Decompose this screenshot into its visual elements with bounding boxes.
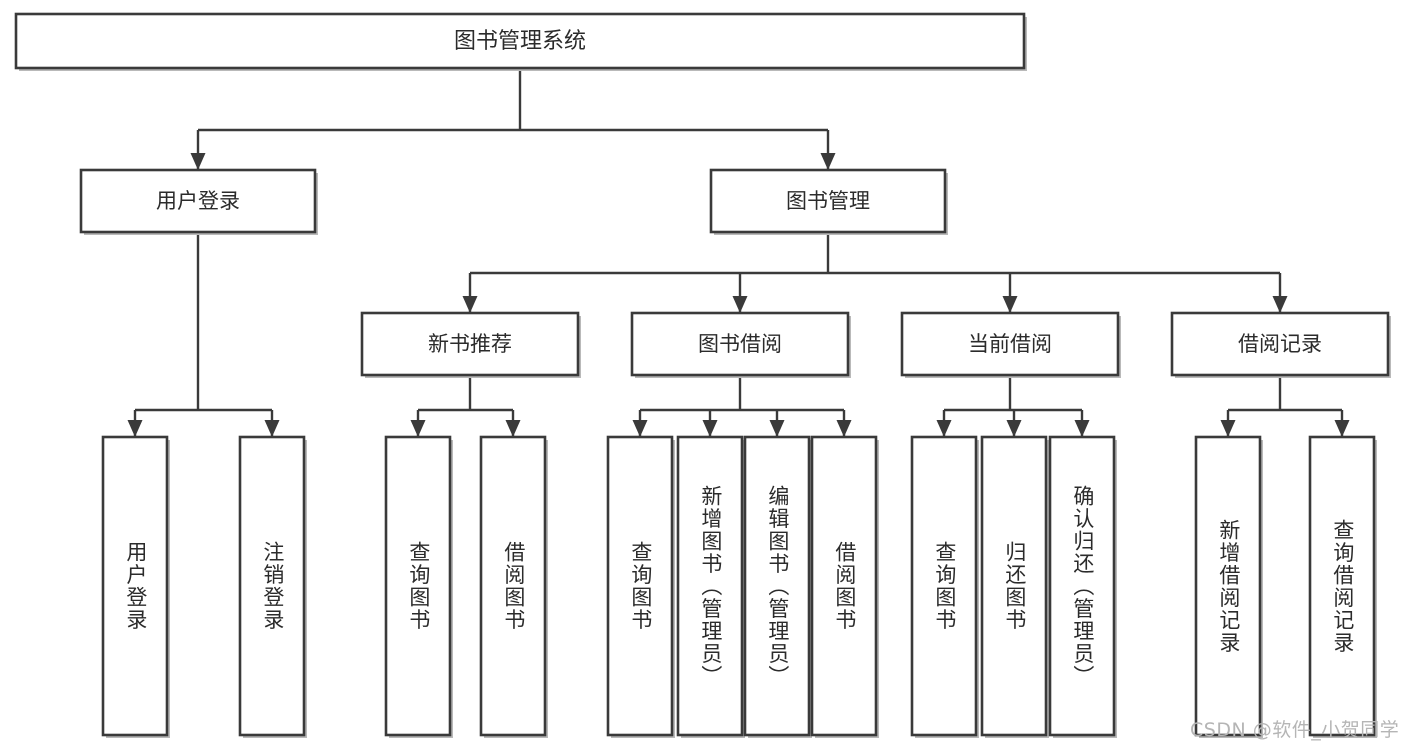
arrow-head-icon-borrow-records	[1272, 296, 1288, 313]
node-label-book-management: 图书管理	[786, 189, 870, 213]
arrow-head-icon-leaf-logout	[264, 420, 280, 437]
arrow-head-icon-leaf-add-borrow-record	[1220, 420, 1236, 437]
arrow-head-icon-leaf-borrow-book-recommend	[505, 420, 521, 437]
node-label-user-login: 用户登录	[156, 189, 240, 213]
node-leaf-add-book[interactable]	[676, 435, 744, 737]
node-label-current-borrow: 当前借阅	[968, 332, 1052, 356]
node-leaf-edit-book[interactable]	[743, 435, 811, 737]
node-leaf-borrow-book[interactable]	[810, 435, 878, 737]
arrow-head-icon-leaf-return-book	[1006, 420, 1022, 437]
arrow-head-icon-leaf-query-book-borrow	[632, 420, 648, 437]
node-book-management[interactable]	[709, 168, 947, 234]
arrow-head-icon-leaf-edit-book	[769, 420, 785, 437]
node-leaf-confirm-return[interactable]	[1048, 435, 1116, 737]
arrow-head-icon-leaf-confirm-return	[1074, 420, 1090, 437]
arrow-head-icon-leaf-query-book-current	[936, 420, 952, 437]
arrow-head-icon-current-borrow	[1002, 296, 1018, 313]
arrow-head-icon-book-management	[820, 153, 836, 170]
node-borrow-records[interactable]	[1170, 311, 1390, 377]
watermark-text: CSDN @软件_小贺同学	[1190, 719, 1400, 741]
arrow-head-icon-user-login	[190, 153, 206, 170]
node-leaf-logout[interactable]	[238, 435, 306, 737]
node-leaf-borrow-book-recommend[interactable]	[479, 435, 547, 737]
node-leaf-add-borrow-record[interactable]	[1194, 435, 1262, 737]
arrow-head-icon-leaf-query-borrow-record	[1334, 420, 1350, 437]
arrow-head-icon-leaf-query-book-recommend	[410, 420, 426, 437]
connector-layer	[127, 68, 1350, 437]
arrow-head-icon-new-book-recommend	[462, 296, 478, 313]
node-label-book-borrow: 图书借阅	[698, 332, 782, 356]
arrow-head-icon-leaf-user-login	[127, 420, 143, 437]
node-box-layer	[14, 12, 1391, 738]
node-leaf-query-book-current[interactable]	[910, 435, 978, 737]
node-leaf-query-book-recommend[interactable]	[384, 435, 452, 737]
node-label-root: 图书管理系统	[454, 29, 586, 54]
arrow-head-icon-leaf-borrow-book	[836, 420, 852, 437]
node-leaf-query-book-borrow[interactable]	[606, 435, 674, 737]
node-user-login[interactable]	[79, 168, 317, 234]
node-label-new-book-recommend: 新书推荐	[428, 332, 512, 356]
node-new-book-recommend[interactable]	[360, 311, 580, 377]
node-label-borrow-records: 借阅记录	[1238, 332, 1322, 356]
node-current-borrow[interactable]	[900, 311, 1120, 377]
arrow-head-icon-leaf-add-book	[702, 420, 718, 437]
arrow-head-icon-book-borrow	[732, 296, 748, 313]
node-root[interactable]	[14, 12, 1026, 70]
node-leaf-return-book[interactable]	[980, 435, 1048, 737]
node-book-borrow[interactable]	[630, 311, 850, 377]
node-leaf-user-login[interactable]	[101, 435, 169, 737]
node-leaf-query-borrow-record[interactable]	[1308, 435, 1376, 737]
